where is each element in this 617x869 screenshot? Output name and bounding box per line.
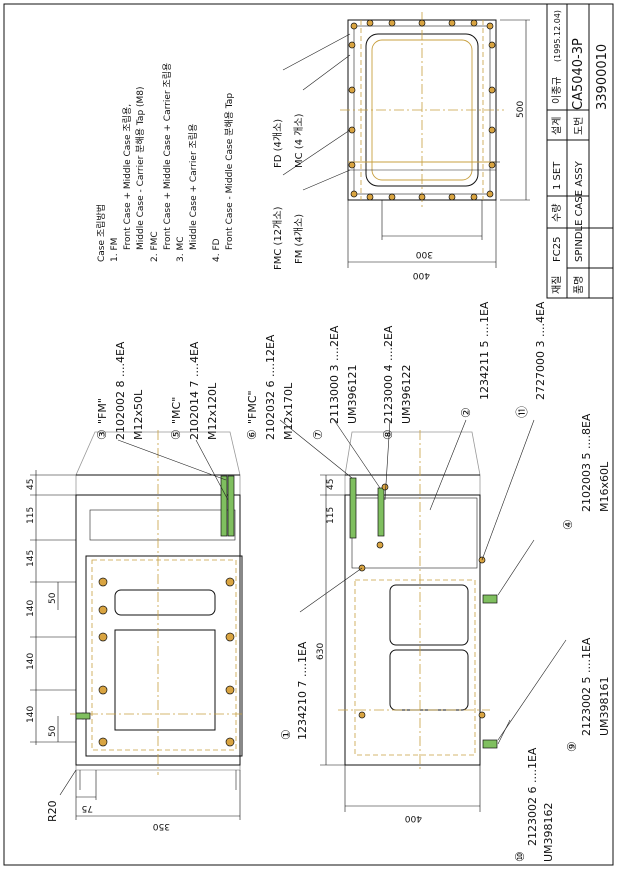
side-view: 45 115 630 400 xyxy=(316,430,498,823)
qty-value: 1 SET xyxy=(552,161,563,190)
callout-code: 1234211 5 ....1EA xyxy=(478,301,491,400)
dim-630: 630 xyxy=(316,643,326,660)
dim-50-a: 50 xyxy=(48,592,58,604)
part-name: SPINDLE CASE ASSY xyxy=(574,160,585,262)
note-line: 1. FM xyxy=(110,238,120,262)
callout-code: 2123002 5 ....1EA xyxy=(580,637,593,736)
dim-115-side: 115 xyxy=(326,507,336,524)
design-date: (1995.12.04) xyxy=(553,10,562,62)
callout-spec: UM396122 xyxy=(400,364,413,424)
assembly-notes: Case 조립방법 1. FM Front Case + Middle Case… xyxy=(96,63,235,262)
front-view: 45 115 145 140 140 140 50 50 75 350 R20 xyxy=(26,430,245,831)
callout-spec: M12x170L xyxy=(282,382,295,440)
callout-code: 2102002 8 ....4EA xyxy=(114,341,127,440)
note-line: Front Case + Middle Case + Carrier 조립용 xyxy=(162,63,173,250)
note-line: Front Case + Middle Case 조립용, xyxy=(122,104,133,250)
top-view: FD (4개소) MC (4 개소) FMC (12개소) FM (4개소) 5… xyxy=(272,12,530,280)
callout-spec: M16x60L xyxy=(598,461,611,512)
dim-400-side: 400 xyxy=(405,813,422,823)
callout-number: ① xyxy=(279,729,293,740)
material-label: 재질 xyxy=(551,276,563,294)
callout-number: ⑨ xyxy=(565,741,579,752)
dim-140-b: 140 xyxy=(26,653,36,670)
callout-spec: M12x50L xyxy=(132,389,145,440)
dim-140-c: 140 xyxy=(26,706,36,723)
dim-400-top: 400 xyxy=(413,270,430,280)
note-line: Front Case - Middle Case 분해용 Tap xyxy=(224,93,235,250)
model-number: CA5040-3P xyxy=(571,38,586,110)
designer-name: 이종규 xyxy=(551,76,563,104)
radius-r20: R20 xyxy=(46,800,59,822)
callout-8: ⑧ 2123000 4 ....2EA UM396122 xyxy=(381,325,413,501)
note-line: Middle Case + Carrier 조립용 xyxy=(188,124,199,250)
callout-code: 2102003 5 ....8EA xyxy=(580,413,593,512)
callout-number: ⑪ xyxy=(515,406,529,418)
drawing-number: 33900010 xyxy=(595,44,610,110)
label-fm: FM (4개소) xyxy=(293,214,305,264)
note-line: Middle Case - Carrier 분해용 Tap (M8) xyxy=(135,86,146,250)
callout-code: 2113000 3 ....2EA xyxy=(328,325,341,424)
dim-140-a: 140 xyxy=(26,600,36,617)
material-value: FC25 xyxy=(552,237,563,262)
notes-heading: Case 조립방법 xyxy=(96,204,107,262)
design-label: 설계 xyxy=(551,117,563,135)
callout-number: ③ xyxy=(95,429,109,440)
dim-500: 500 xyxy=(516,101,526,118)
note-line: 3. MC xyxy=(176,237,186,263)
callout-number: ② xyxy=(459,407,473,418)
callout-name: "MC" xyxy=(170,397,183,424)
callout-code: 2727000 3 ....4EA xyxy=(534,301,547,400)
callout-code: 2123000 4 ....2EA xyxy=(382,325,395,424)
label-fmc: FMC (12개소) xyxy=(272,206,284,270)
callout-code: 2102014 7 ....4EA xyxy=(188,341,201,440)
dim-145-front: 145 xyxy=(26,550,36,567)
callout-1: ① 1234210 7 ....1EA xyxy=(279,567,363,740)
side-view-holes xyxy=(358,483,486,719)
callout-9: ⑨ 2123002 5 ....1EA UM398161 xyxy=(497,637,611,752)
callout-10: ⑩ 2123002 6 ....1EA UM398162 xyxy=(497,719,555,862)
dim-75: 75 xyxy=(82,803,93,813)
callout-7: ⑦ 2113000 3 ....2EA UM396121 xyxy=(311,325,381,489)
title-block: 재질 FC25 수량 1 SET 설계 이종규 (1995.12.04) 품명 … xyxy=(546,3,614,299)
callout-spec: UM398162 xyxy=(542,802,555,862)
callout-11: ⑪ 2727000 3 ....4EA xyxy=(481,301,547,561)
callout-name: "FM" xyxy=(96,398,109,424)
callout-number: ⑤ xyxy=(169,429,183,440)
note-line: 4. FD xyxy=(212,238,222,262)
callout-mc: ⑤ "MC" 2102014 7 ....4EA M12x120L xyxy=(169,341,229,501)
drawing-no-label: 도번 xyxy=(573,117,585,135)
dim-50-b: 50 xyxy=(48,725,58,737)
callout-4: ④ 2102003 5 ....8EA M16x60L xyxy=(497,413,611,596)
part-callouts: ③ "FM" 2102002 8 ....4EA M12x50L ⑤ "MC" … xyxy=(95,301,611,862)
note-line: 2. FMC xyxy=(150,231,160,262)
callout-code: 2123002 6 ....1EA xyxy=(526,747,539,846)
top-view-holes xyxy=(348,19,496,201)
callout-spec: UM396121 xyxy=(346,364,359,424)
dim-45-front: 45 xyxy=(26,479,36,490)
front-view-holes xyxy=(79,577,235,747)
label-mc: MC (4 개소) xyxy=(293,113,305,168)
dim-115-front: 115 xyxy=(26,507,36,524)
dim-300: 300 xyxy=(416,249,433,259)
callout-number: ⑦ xyxy=(311,429,325,440)
part-name-label: 품명 xyxy=(573,276,585,294)
dim-350: 350 xyxy=(153,821,170,831)
callout-fmc: ⑥ "FMC" 2102032 6 ....12EA M12x170L xyxy=(245,334,353,479)
callout-number: ⑩ xyxy=(513,851,527,862)
callout-code: 2102032 6 ....12EA xyxy=(264,334,277,440)
drawing-border xyxy=(3,3,614,866)
callout-number: ⑥ xyxy=(245,429,259,440)
callout-code: 1234210 7 ....1EA xyxy=(296,641,309,740)
callout-2: ② 1234211 5 ....1EA xyxy=(429,301,491,511)
label-fd: FD (4개소) xyxy=(272,119,284,168)
callout-name: "FMC" xyxy=(246,390,259,424)
dim-45-side: 45 xyxy=(326,479,336,490)
callout-spec: M12x120L xyxy=(206,382,219,440)
callout-fm: ③ "FM" 2102002 8 ....4EA M12x50L xyxy=(95,341,227,481)
qty-label: 수량 xyxy=(551,204,563,222)
callout-number: ⑧ xyxy=(381,429,395,440)
callout-spec: UM398161 xyxy=(598,676,611,736)
callout-number: ④ xyxy=(561,519,575,530)
